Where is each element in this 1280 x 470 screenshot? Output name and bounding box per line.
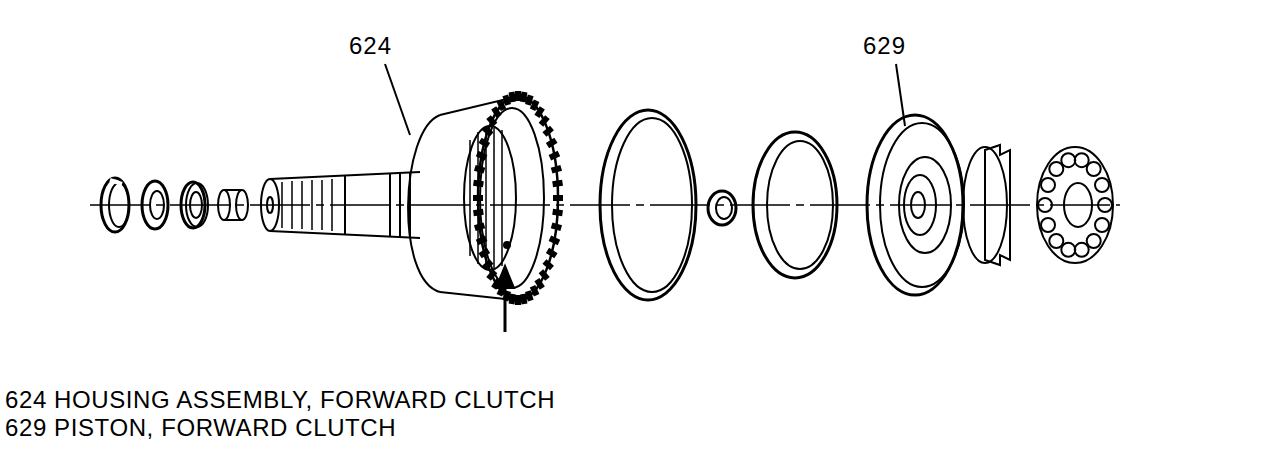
clutch-spring (1075, 243, 1089, 257)
clutch-spring (1038, 198, 1052, 212)
gear-tooth (539, 115, 550, 126)
gear-tooth (534, 106, 544, 118)
gear-tooth (515, 91, 521, 101)
gear-tooth (474, 222, 485, 231)
pointer-arrow (496, 266, 514, 332)
gear-tooth (546, 248, 558, 258)
gear-tooth (476, 151, 488, 161)
gear-tooth (474, 165, 485, 174)
gear-tooth (552, 209, 563, 216)
legend-text: 624 HOUSING ASSEMBLY, FORWARD CLUTCH (5, 388, 555, 412)
gear-tooth (549, 236, 561, 246)
seal-ring (600, 110, 696, 300)
gear-tooth (552, 180, 563, 187)
gear-tooth (551, 165, 562, 174)
gear-tooth (478, 248, 490, 258)
gear-tooth (542, 259, 553, 270)
gear-tooth (515, 295, 521, 305)
clutch-spring (1075, 153, 1089, 167)
clutch-spring (1049, 234, 1063, 248)
gear-tooth (542, 126, 553, 137)
callout-number: 629 (863, 34, 906, 58)
piston (867, 115, 964, 295)
clutch-spring (1061, 153, 1075, 167)
gear-tooth (551, 222, 562, 231)
clutch-spring (1087, 162, 1101, 176)
gear-tooth (473, 195, 483, 201)
bushing (218, 190, 248, 220)
gear-tooth (546, 138, 558, 148)
snap-ring (101, 178, 129, 232)
leader-line (896, 64, 905, 126)
clutch-spring (1087, 234, 1101, 248)
gear-tooth (482, 126, 493, 137)
thrust-bearing (181, 182, 208, 228)
gear-tooth (539, 269, 550, 280)
gear-tooth (520, 294, 527, 305)
thrust-washer (142, 181, 168, 229)
input-shaft (261, 172, 420, 238)
small-seal (708, 191, 736, 225)
leader-line (385, 64, 410, 135)
gear-tooth (486, 269, 497, 280)
clutch-spring (1098, 198, 1112, 212)
gear-tooth (476, 236, 488, 246)
spring-assembly (963, 145, 1113, 265)
clutch-spring (1095, 178, 1109, 192)
gear-tooth (482, 259, 493, 270)
callout-number: 624 (349, 34, 392, 58)
legend-text: 629 PISTON, FORWARD CLUTCH (5, 416, 396, 440)
gear-tooth (478, 138, 490, 148)
gear-tooth (549, 151, 561, 161)
gear-tooth (473, 209, 484, 216)
gear-tooth (553, 195, 563, 201)
clutch-housing (408, 91, 563, 305)
clutch-spring (1061, 243, 1075, 257)
gear-tooth (473, 180, 484, 187)
clutch-spring (1041, 178, 1055, 192)
clutch-spring (1049, 162, 1063, 176)
clutch-spring (1095, 218, 1109, 232)
inner-seal (753, 132, 837, 278)
gear-tooth (486, 115, 497, 126)
clutch-spring (1041, 218, 1055, 232)
gear-tooth (509, 92, 516, 103)
center-line (90, 204, 1120, 206)
